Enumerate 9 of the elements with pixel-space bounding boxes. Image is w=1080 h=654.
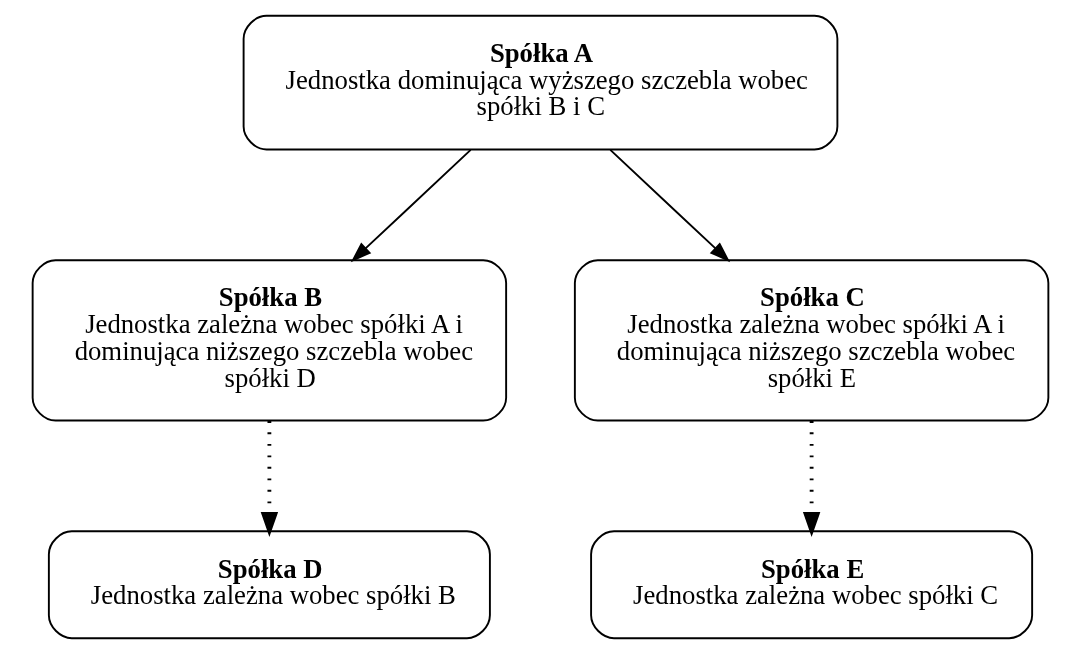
node-box: Spółka A Jednostka dominująca wyższego szczebla wobec spółki B i C xyxy=(242,14,838,151)
arrow xyxy=(802,421,820,537)
arrow xyxy=(260,421,278,537)
node-box: Spółka E Jednostka zależna wobec spółki C xyxy=(589,530,1033,640)
node-box: Spółka C Jednostka zależna wobec spółki A i dominująca niższego szczebla wobec spółki E xyxy=(573,259,1049,422)
arrow xyxy=(350,148,472,263)
node-box: Spółka D Jednostka zależna wobec spółki B xyxy=(47,530,491,640)
arrow xyxy=(608,148,730,263)
node-box: Spółka B Jednostka zależna wobec spółki A i dominująca niższego szczebla wobec spółki D xyxy=(31,259,507,422)
